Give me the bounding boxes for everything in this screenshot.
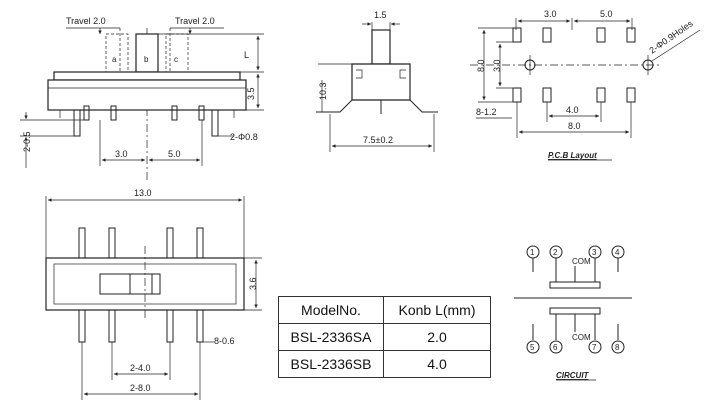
knob-ghost-right	[165, 33, 189, 73]
pin	[166, 309, 174, 343]
spec-header-row: ModelNo. Konb L(mm)	[278, 296, 491, 324]
pcb-dim-5-0: 5.0	[600, 9, 613, 19]
dim-10-3: 10.3	[318, 82, 328, 100]
table-row: BSL-2336SA 2.0	[278, 323, 491, 351]
pin	[196, 227, 204, 261]
com-bottom-label: COM	[572, 333, 591, 342]
front-view: Travel 2.0 Travel 2.0 a b c	[20, 16, 264, 180]
pin-label-8: 8	[615, 343, 620, 352]
side-tab-left	[356, 69, 363, 79]
pin-label-7: 7	[592, 343, 597, 352]
pin	[78, 309, 86, 343]
pin-circle-8	[611, 340, 625, 354]
spec-header-model: ModelNo.	[278, 296, 384, 324]
side-leg-right	[409, 99, 438, 113]
pin	[198, 105, 205, 121]
pin-circle-7	[588, 340, 602, 354]
dim-2-4-0: 2-4.0	[130, 363, 151, 373]
side-tab-right	[399, 69, 406, 79]
dim-3-0-front: 3.0	[115, 149, 128, 159]
circuit-diagram: 1 2 3 4 COM COM 5 6 7 8 CIRCUIT	[514, 245, 632, 381]
housing-body	[47, 79, 247, 111]
dim-2-8-0: 2-8.0	[130, 383, 151, 393]
travel-right-label: Travel 2.0	[175, 16, 215, 26]
dim-13-0: 13.0	[134, 188, 152, 198]
spec-table: ModelNo. Konb L(mm) BSL-2336SA 2.0 BSL-2…	[278, 296, 491, 378]
pad	[512, 87, 522, 103]
pcb-dim-3-0-v: 3.0	[492, 59, 502, 72]
side-leg-left	[316, 99, 353, 113]
pin	[171, 105, 178, 121]
slider-actuator	[129, 273, 153, 295]
pin-label-5: 5	[530, 343, 535, 352]
pad	[542, 87, 552, 103]
pin-label-6: 6	[553, 343, 558, 352]
pin	[78, 227, 86, 261]
pcb-dim-3-0: 3.0	[544, 9, 557, 19]
travel-left-label: Travel 2.0	[66, 16, 106, 26]
spec-header-knob: Konb L(mm)	[383, 296, 491, 324]
pin-circle-5	[526, 340, 540, 354]
pos-b-label: b	[144, 55, 149, 64]
pad	[596, 27, 606, 43]
pcb-dim-4-0: 4.0	[566, 105, 579, 115]
side-body	[351, 63, 411, 101]
dim-holes-front: 2-Φ0.8	[230, 132, 258, 142]
pin-circle-6	[549, 340, 563, 354]
pin	[83, 105, 90, 121]
dim-5-0-front: 5.0	[168, 149, 181, 159]
pos-c-label: c	[174, 55, 178, 64]
pin	[110, 105, 117, 121]
knob	[135, 33, 159, 73]
mount-post-right	[211, 109, 219, 137]
pcb-dim-8-0-v: 8.0	[476, 59, 486, 72]
pcb-dim-8-0: 8.0	[568, 121, 581, 131]
dim-1-5: 1.5	[374, 10, 387, 20]
pin-label-4: 4	[615, 248, 620, 257]
pcb-dim-8-1-2: 8-1.2	[476, 107, 497, 117]
pin-label-1: 1	[530, 248, 535, 257]
pin-label-3: 3	[592, 248, 597, 257]
front-pins	[73, 105, 219, 137]
dim-2-0-5: 2-0.5	[22, 131, 32, 152]
dim-8-0-6: 8-0.6	[214, 336, 235, 346]
dim-7-5: 7.5±0.2	[363, 135, 393, 145]
pad	[542, 27, 552, 43]
pcb-layout: 3.0 5.0 2-Φ0.9Holes 8.0 3.0	[470, 9, 701, 161]
circuit-title: CIRCUIT	[556, 371, 590, 380]
pcb-layout-title: P.C.B Layout	[548, 151, 597, 160]
spec-model-cell: BSL-2336SA	[278, 323, 384, 351]
housing-top	[53, 71, 241, 81]
side-knob	[371, 29, 391, 65]
contact-bottom	[549, 307, 601, 315]
dim-L: L	[244, 50, 249, 60]
pad	[512, 27, 522, 43]
spec-knob-cell: 2.0	[383, 323, 491, 351]
com-top-label: COM	[572, 257, 591, 266]
bottom-view: 13.0 3.6 8-0.6 2-4.0 2-8.0	[45, 188, 262, 400]
pad	[626, 27, 636, 43]
mount-post-left	[73, 109, 81, 137]
pos-a-label: a	[112, 55, 117, 64]
pin	[108, 227, 116, 261]
pcb-dim-holes: 2-Φ0.9Holes	[647, 18, 695, 56]
dim-3-5: 3.5	[246, 87, 256, 100]
table-row: BSL-2336SB 4.0	[278, 350, 491, 378]
side-view: 1.5 10.3 7.5±0.2	[316, 10, 438, 152]
dim-3-6: 3.6	[248, 277, 258, 290]
contact-top	[549, 281, 601, 289]
knob-ghost-left	[105, 33, 129, 73]
pin	[108, 309, 116, 343]
spec-model-cell: BSL-2336SB	[278, 350, 384, 378]
pad	[596, 87, 606, 103]
pin	[196, 309, 204, 343]
pin-label-2: 2	[553, 248, 558, 257]
pad	[626, 87, 636, 103]
leader	[651, 29, 701, 62]
pin	[166, 227, 174, 261]
spec-knob-cell: 4.0	[383, 350, 491, 378]
